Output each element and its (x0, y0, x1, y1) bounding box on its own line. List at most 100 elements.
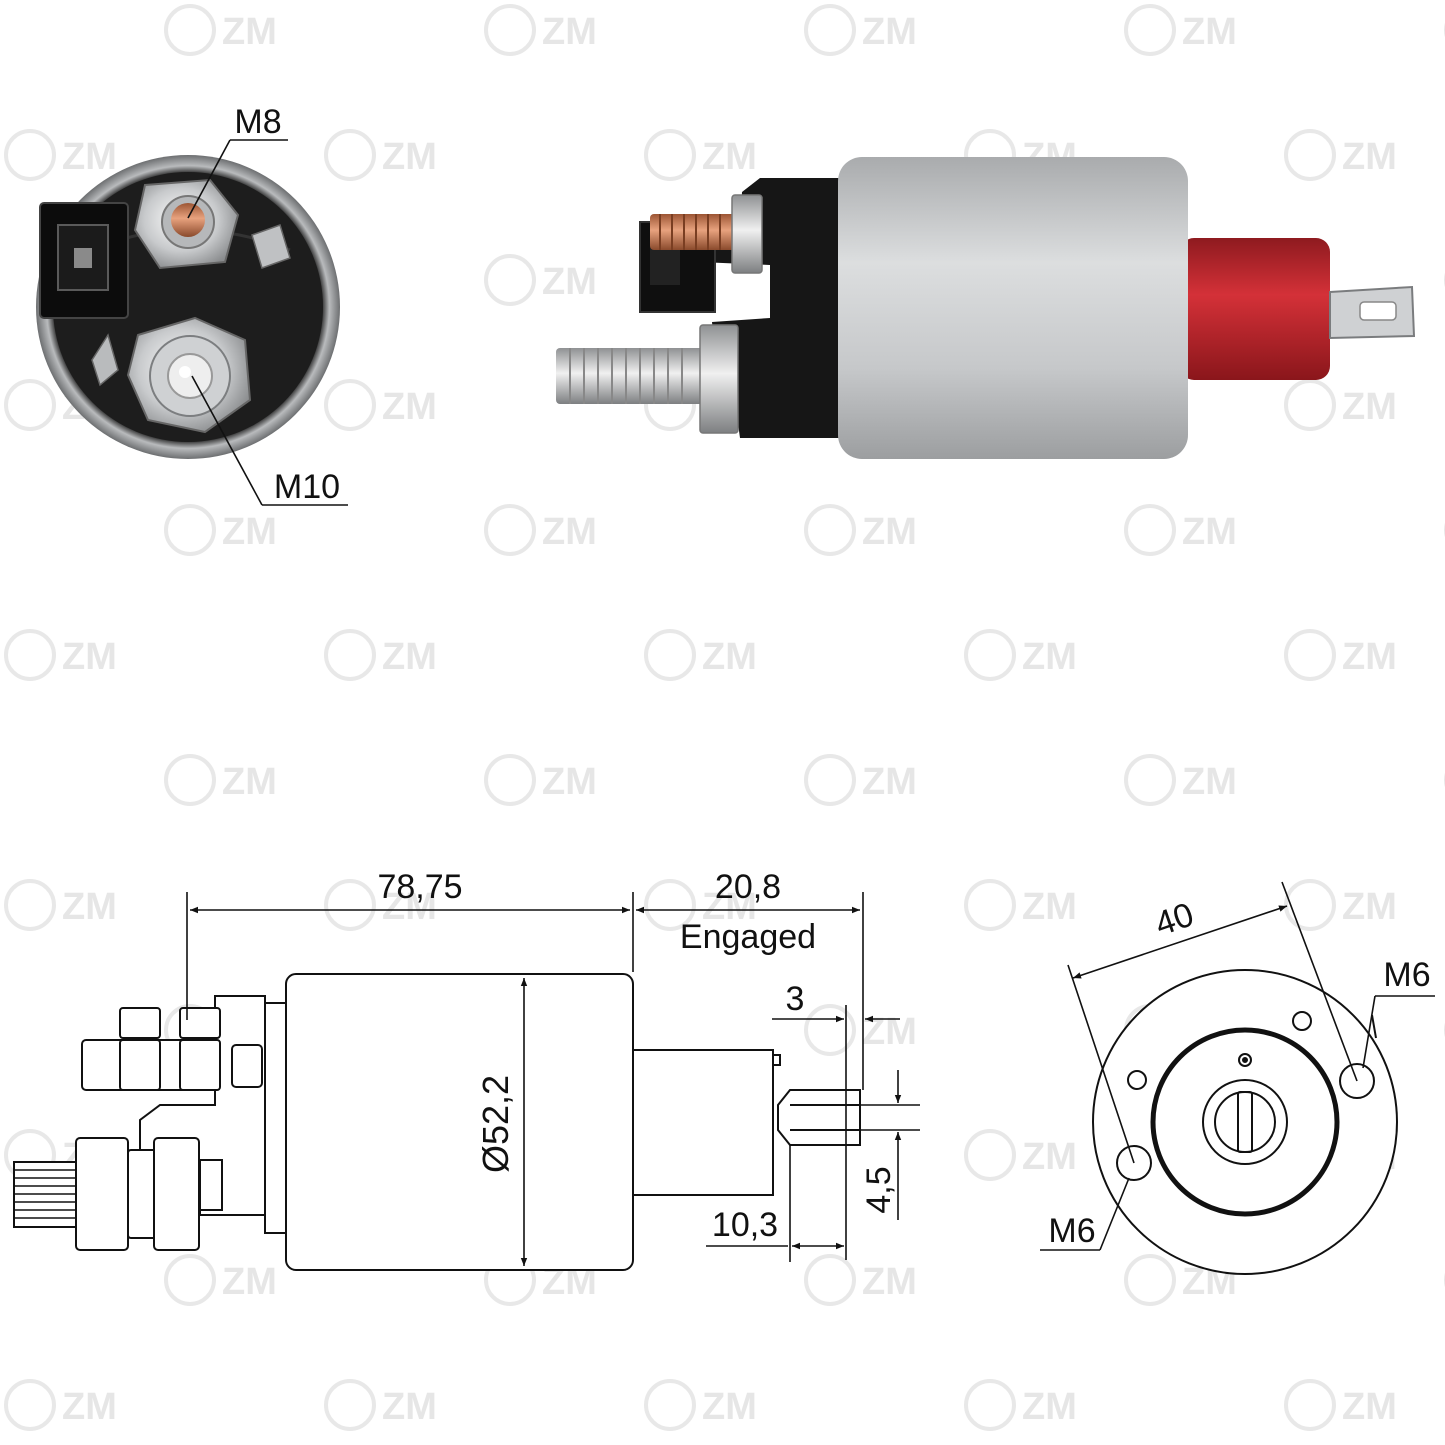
svg-text:ZM: ZM (382, 386, 437, 428)
svg-text:ZM: ZM (862, 11, 917, 53)
watermark-mark: ZM (324, 629, 437, 681)
svg-text:ZM: ZM (1342, 386, 1397, 428)
connector-plug (39, 202, 129, 319)
watermark-mark: ZM (324, 1379, 437, 1431)
svg-text:ZM: ZM (862, 1261, 917, 1303)
svg-text:ZM: ZM (542, 11, 597, 53)
svg-text:ZM: ZM (542, 261, 597, 303)
watermark-mark: ZM (804, 504, 917, 556)
watermark-mark: ZM (1124, 4, 1237, 56)
svg-text:ZM: ZM (1022, 886, 1077, 928)
nose-outline (632, 1049, 774, 1196)
watermark-mark: ZM (4, 129, 117, 181)
gap-dimension: 3 (786, 980, 805, 1018)
svg-text:ZM: ZM (62, 136, 117, 178)
watermark-mark: ZM (324, 379, 437, 431)
svg-text:ZM: ZM (862, 761, 917, 803)
watermark-mark: ZM (164, 504, 277, 556)
watermark-mark: ZM (1124, 754, 1237, 806)
m8-label: M8 (234, 103, 281, 141)
steel-stud (556, 348, 716, 404)
watermark-mark: ZM (484, 4, 597, 56)
svg-text:ZM: ZM (222, 511, 277, 553)
watermark-mark: ZM (164, 1254, 277, 1306)
svg-text:ZM: ZM (1182, 11, 1237, 53)
travel-dimension: 20,8 (715, 868, 781, 906)
drawing-front-view (1092, 969, 1398, 1275)
svg-text:ZM: ZM (382, 1386, 437, 1428)
mount-hole-bottom (1116, 1145, 1152, 1181)
svg-text:ZM: ZM (222, 761, 277, 803)
watermark-mark: ZM (964, 629, 1077, 681)
watermark-mark: ZM (164, 754, 277, 806)
m10-terminal (126, 316, 252, 434)
watermark-mark: ZM (1284, 129, 1397, 181)
mount-thread-top-label: M6 (1383, 956, 1430, 994)
photo-side-view (556, 157, 1416, 459)
m10-label: M10 (274, 468, 340, 506)
plunger-outline (777, 1089, 861, 1146)
front-dimensions (1040, 881, 1435, 1251)
watermark-mark: ZM (964, 1379, 1077, 1431)
mount-thread-bottom-label: M6 (1048, 1212, 1095, 1250)
svg-text:ZM: ZM (62, 1386, 117, 1428)
watermark-mark: ZM (644, 629, 757, 681)
svg-text:ZM: ZM (862, 1011, 917, 1053)
watermark-mark: ZM (804, 4, 917, 56)
svg-text:ZM: ZM (1022, 1386, 1077, 1428)
watermark-mark: ZM (964, 879, 1077, 931)
watermark-mark: ZM (484, 504, 597, 556)
svg-text:ZM: ZM (1182, 761, 1237, 803)
watermark-mark: ZM (4, 879, 117, 931)
plunger-dimension: 10,3 (712, 1206, 778, 1244)
svg-text:ZM: ZM (542, 511, 597, 553)
side-dimensions (186, 892, 920, 1266)
watermark-mark: ZM (804, 754, 917, 806)
svg-text:ZM: ZM (702, 1386, 757, 1428)
watermark-mark: ZM (644, 129, 757, 181)
watermark-mark: ZM (1124, 1254, 1237, 1306)
length-dimension: 78,75 (377, 868, 462, 906)
svg-text:ZM: ZM (382, 636, 437, 678)
watermark-mark: ZM (1284, 379, 1397, 431)
svg-text:ZM: ZM (1022, 636, 1077, 678)
svg-text:ZM: ZM (222, 1261, 277, 1303)
svg-text:ZM: ZM (1342, 1386, 1397, 1428)
photo-end-view: M8 M10 (36, 103, 348, 506)
svg-text:ZM: ZM (542, 761, 597, 803)
lower-nut-outline (75, 1137, 129, 1251)
svg-text:ZM: ZM (1342, 136, 1397, 178)
watermark-mark: ZM (804, 1004, 917, 1056)
svg-text:ZM: ZM (1342, 636, 1397, 678)
watermark-mark: ZM (644, 1379, 757, 1431)
svg-text:ZM: ZM (702, 136, 757, 178)
svg-text:ZM: ZM (1182, 511, 1237, 553)
diameter-dimension: Ø52,2 (475, 1075, 516, 1173)
svg-text:ZM: ZM (382, 136, 437, 178)
svg-text:ZM: ZM (702, 636, 757, 678)
watermark-mark: ZM (164, 4, 277, 56)
red-boot (1180, 238, 1330, 380)
housing (838, 157, 1188, 459)
watermark-mark: ZM (964, 1129, 1077, 1181)
svg-text:ZM: ZM (62, 636, 117, 678)
svg-text:ZM: ZM (62, 886, 117, 928)
slot-dimension: 4,5 (860, 1166, 898, 1213)
watermark-mark: ZM (324, 129, 437, 181)
svg-text:ZM: ZM (1342, 886, 1397, 928)
svg-text:ZM: ZM (222, 11, 277, 53)
m8-terminal (133, 178, 291, 270)
watermark-mark: ZM (484, 754, 597, 806)
flange-outline (1092, 969, 1398, 1275)
watermark-mark: ZM (804, 1254, 917, 1306)
bolt-spacing-dimension: 40 (1150, 895, 1198, 943)
watermark-mark: ZM (4, 1379, 117, 1431)
watermark-mark: ZM (1124, 504, 1237, 556)
watermark-mark: ZM (484, 254, 597, 306)
svg-text:ZM: ZM (1022, 1136, 1077, 1178)
watermark-mark: ZM (1284, 1379, 1397, 1431)
mount-hole-top (1339, 1063, 1375, 1099)
watermark-mark: ZM (1284, 629, 1397, 681)
watermark-mark: ZM (1284, 879, 1397, 931)
